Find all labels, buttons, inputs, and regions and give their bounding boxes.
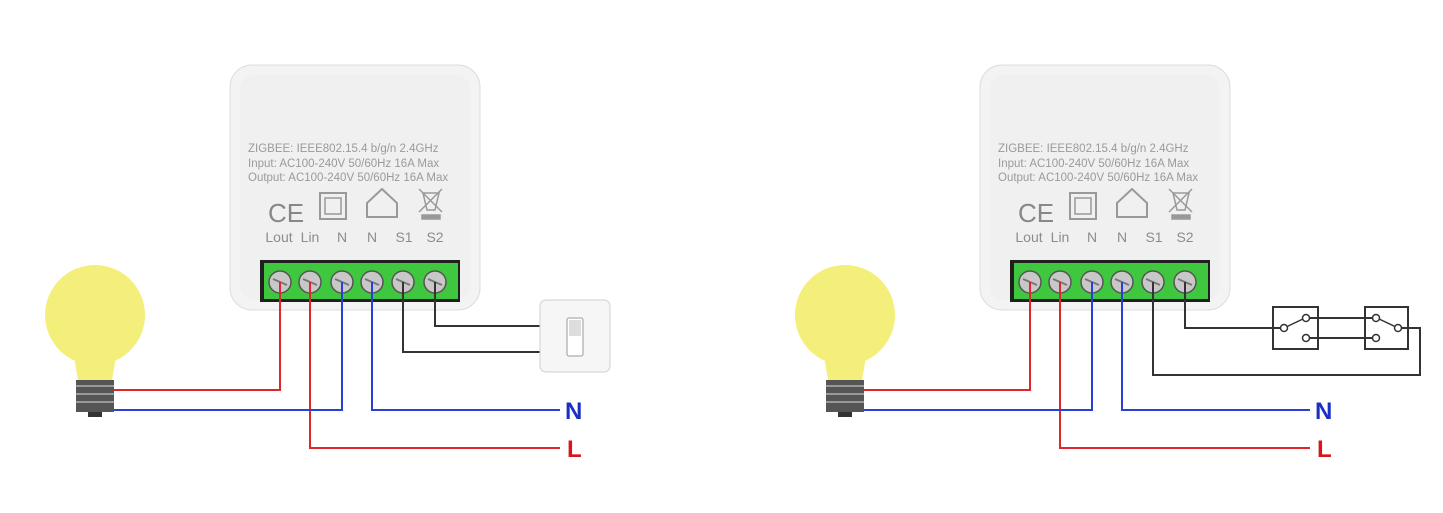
wire-s2 <box>434 282 542 327</box>
terminal-label-n: N <box>337 229 347 245</box>
wire-s1 <box>1152 282 1421 376</box>
weee-bin-icon <box>1168 188 1193 220</box>
spec-line: Input: AC100-240V 50/60Hz 16A Max <box>998 158 1189 170</box>
wire-s2 <box>1184 282 1283 329</box>
terminal-label-n: N <box>1117 229 1127 245</box>
wire-neutral-bulb <box>862 282 1093 411</box>
neutral-label: N <box>565 398 582 425</box>
wire-neutral <box>1121 282 1310 411</box>
wire-s1 <box>402 282 542 353</box>
terminal-label-lout: Lout <box>1015 229 1042 245</box>
smart-switch-module: ZIGBEE: IEEE802.15.4 b/g/n 2.4GHz Input:… <box>229 64 481 311</box>
diagram-left: ZIGBEE: IEEE802.15.4 b/g/n 2.4GHz Input:… <box>45 64 611 463</box>
live-label: L <box>567 436 582 463</box>
spec-line: Output: AC100-240V 50/60Hz 16A Max <box>248 172 448 184</box>
two-way-switch-1-icon <box>1272 306 1319 350</box>
ce-mark-icon: CE <box>1018 198 1054 228</box>
wire-neutral <box>371 282 560 411</box>
terminal-label-s2: S2 <box>426 229 443 245</box>
spec-line: Output: AC100-240V 50/60Hz 16A Max <box>998 172 1198 184</box>
spec-line: ZIGBEE: IEEE802.15.4 b/g/n 2.4GHz <box>248 143 439 155</box>
wire-neutral-bulb <box>112 282 343 411</box>
wire-lout <box>862 282 1031 391</box>
terminal-label-s1: S1 <box>1145 229 1162 245</box>
double-insulation-icon <box>319 192 347 220</box>
weee-bin-icon <box>418 188 443 220</box>
wall-switch-icon <box>539 299 611 373</box>
indoor-use-house-icon <box>1116 187 1148 218</box>
ce-mark-icon: CE <box>268 198 304 228</box>
terminal-label-s1: S1 <box>395 229 412 245</box>
light-bulb-icon <box>45 265 145 417</box>
spec-line: Input: AC100-240V 50/60Hz 16A Max <box>248 158 439 170</box>
wire-lout <box>112 282 281 391</box>
terminal-label-n: N <box>1087 229 1097 245</box>
terminal-label-lout: Lout <box>265 229 292 245</box>
live-label: L <box>1317 436 1332 463</box>
two-way-switch-2-icon <box>1364 306 1409 350</box>
diagram-right: ZIGBEE: IEEE802.15.4 b/g/n 2.4GHz Input:… <box>795 64 1421 463</box>
terminal-label-s2: S2 <box>1176 229 1193 245</box>
smart-switch-module: ZIGBEE: IEEE802.15.4 b/g/n 2.4GHz Input:… <box>979 64 1231 311</box>
indoor-use-house-icon <box>366 187 398 218</box>
wire-live <box>309 282 560 449</box>
terminal-label-lin: Lin <box>1051 229 1070 245</box>
terminal-label-lin: Lin <box>301 229 320 245</box>
double-insulation-icon <box>1069 192 1097 220</box>
light-bulb-icon <box>795 265 895 417</box>
spec-line: ZIGBEE: IEEE802.15.4 b/g/n 2.4GHz <box>998 143 1189 155</box>
wire-live <box>1059 282 1310 449</box>
terminal-label-n: N <box>367 229 377 245</box>
neutral-label: N <box>1315 398 1332 425</box>
